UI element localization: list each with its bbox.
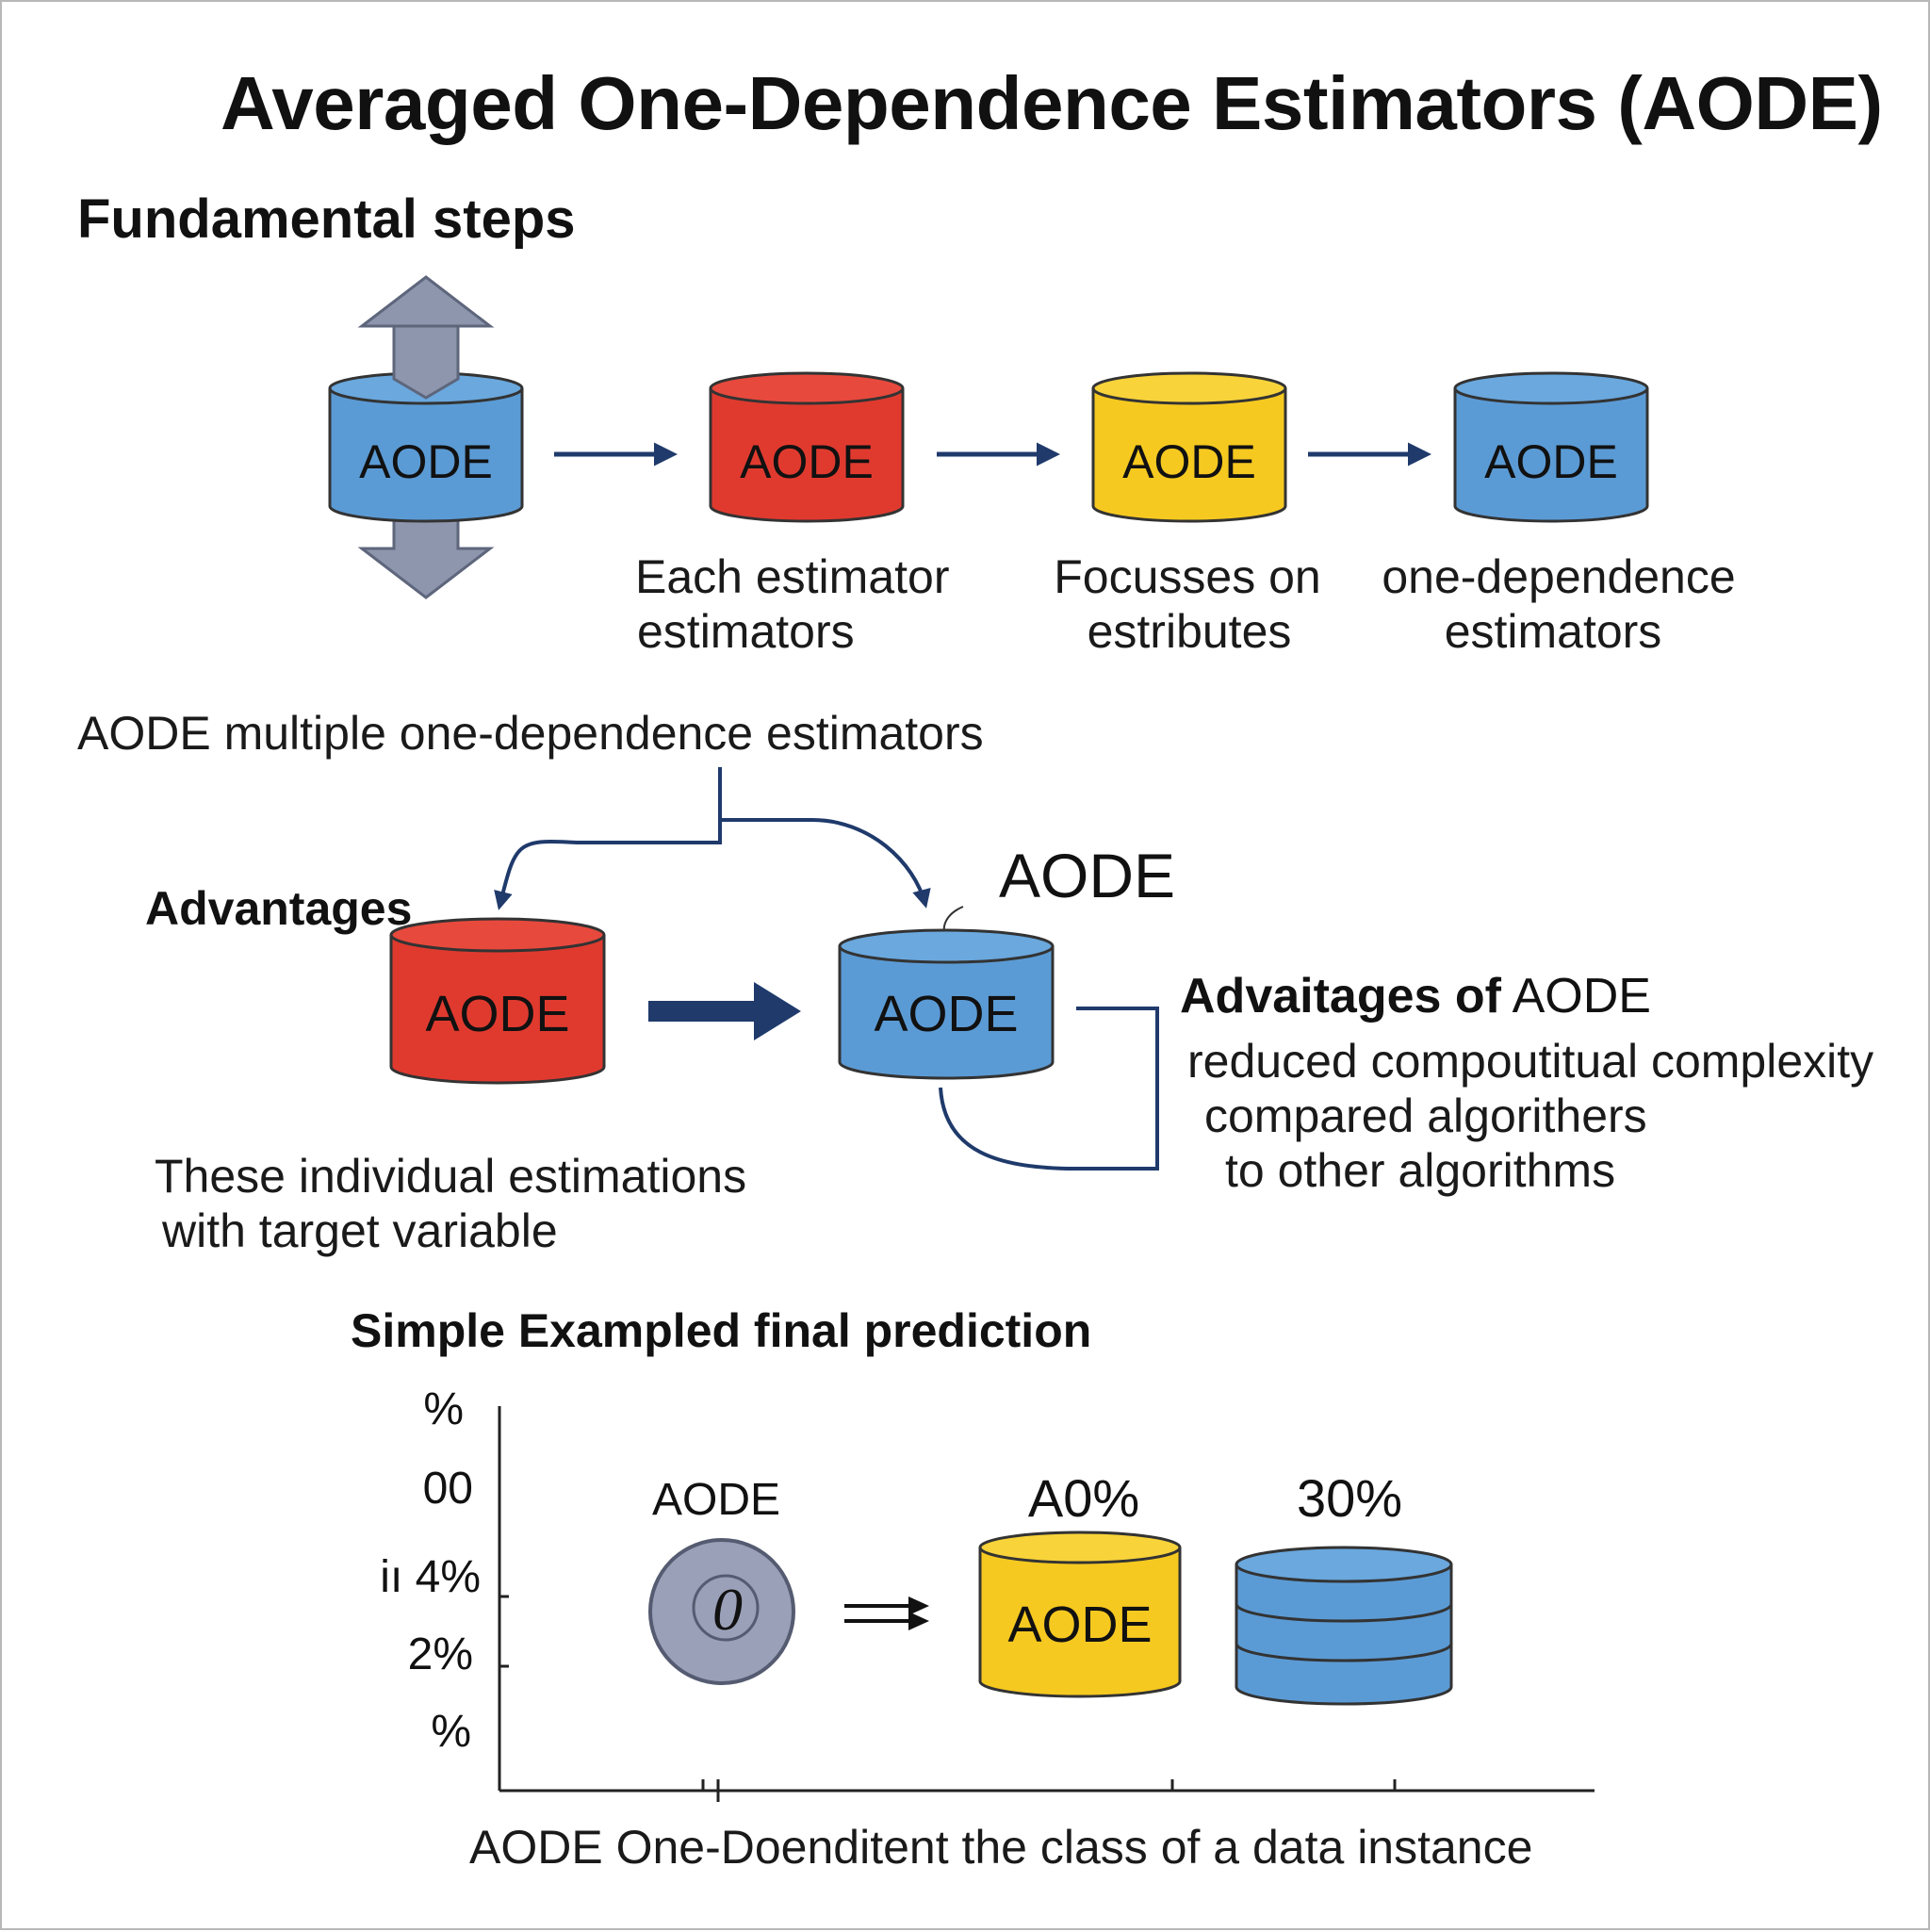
step-1-cylinder	[328, 371, 524, 523]
advaitages-heading-bold: Advaitages of	[1180, 969, 1501, 1023]
advantages-heading: Advantages	[145, 882, 413, 935]
advantages-note-line-2: with target variable	[162, 1204, 558, 1257]
section-heading-fundamental: Fundamental steps	[77, 188, 576, 250]
step-3-cylinder	[1091, 371, 1287, 523]
axis-tick-2: 00	[422, 1464, 473, 1514]
example-yellow-inner-label: AODE	[1007, 1596, 1153, 1653]
advaitages-line-1: reduced compoutitual complexity	[1187, 1035, 1874, 1088]
step-3-caption-line-2: estributes	[1087, 605, 1292, 658]
advantages-right-cylinder-label: AODE	[874, 986, 1019, 1042]
step-3-caption-line-1: Focusses on	[1054, 550, 1321, 603]
example-yellow-top-label: A0%	[1027, 1468, 1140, 1528]
advantages-callout-label: AODE	[999, 841, 1176, 910]
double-implication-arrow	[844, 1596, 929, 1630]
example-heading: Simple Exampled final prediction	[351, 1304, 1092, 1357]
bracket-connector	[939, 1007, 1159, 1171]
branch-connector	[494, 767, 931, 910]
advantages-red-cylinder	[389, 917, 606, 1085]
advaitages-heading-rest: AODE	[1500, 969, 1651, 1023]
axis-tick-4: 2%	[407, 1629, 473, 1679]
middle-caption: AODE multiple one-dependence estimators	[77, 707, 984, 760]
advantages-note-line-1: These individual estimations	[155, 1150, 747, 1203]
example-x-axis-label: AODE One-Doenditent the class of a data …	[469, 1821, 1533, 1874]
step-3-label: AODE	[1122, 435, 1256, 488]
axis-tick-3: iı 4%	[380, 1552, 481, 1602]
advaitages-heading: Advaitages of AODE	[1180, 969, 1651, 1025]
example-blue-top-label: 30%	[1296, 1468, 1403, 1528]
step-2-cylinder	[709, 371, 905, 523]
step-4-cylinder	[1453, 371, 1649, 523]
example-yellow-cylinder	[978, 1531, 1182, 1698]
step-4-caption-line-2: estimators	[1444, 605, 1662, 658]
advantages-left-cylinder-label: AODE	[425, 986, 570, 1042]
advantages-blue-cylinder	[838, 928, 1055, 1080]
page-title: Averaged One-Dependence Estimators (AODE…	[221, 61, 1883, 145]
step-1-label: AODE	[359, 435, 493, 488]
axis-tick-1: %	[423, 1384, 464, 1434]
example-circle-glyph: 0	[712, 1576, 743, 1643]
example-axes	[498, 1406, 1595, 1802]
step-2-label: AODE	[740, 435, 874, 488]
step-2-caption-line-2: estimators	[637, 605, 855, 658]
advaitages-line-2: compared algorithers	[1204, 1089, 1647, 1142]
example-blue-stacked-cylinder	[1235, 1546, 1453, 1706]
example-circle-label: AODE	[651, 1475, 781, 1525]
step-2-caption-line-1: Each estimator	[635, 550, 950, 603]
example-circle	[648, 1538, 795, 1685]
up-arrow-icon	[392, 324, 460, 400]
thick-arrow	[648, 982, 801, 1040]
axis-tick-5: %	[431, 1707, 471, 1757]
advaitages-line-3: to other algorithms	[1225, 1144, 1616, 1197]
step-4-caption-line-1: one-dependence	[1382, 550, 1736, 603]
step-4-label: AODE	[1484, 435, 1618, 488]
